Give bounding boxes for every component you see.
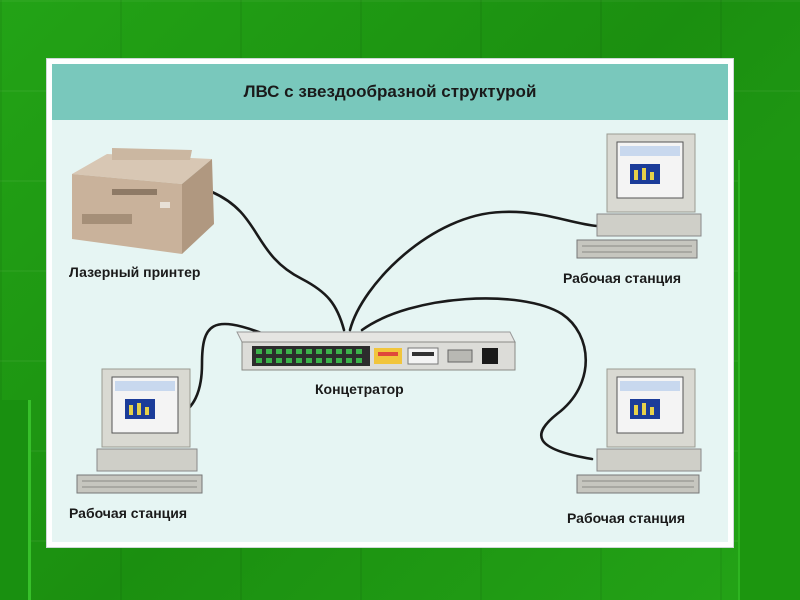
cable-hub-workstation-top-right bbox=[348, 210, 599, 332]
diagram-panel: ЛВС с звездообразной структурой bbox=[46, 58, 734, 548]
workstation-top-right-label: Рабочая станция bbox=[563, 270, 682, 286]
workstation-bottom-right-label: Рабочая станция bbox=[567, 510, 686, 526]
diagram-title-band: ЛВС с звездообразной структурой bbox=[52, 64, 728, 120]
diagram-canvas: ЛВС с звездообразной структурой bbox=[52, 64, 728, 542]
workstation-icon bbox=[576, 368, 702, 494]
workstation-icon bbox=[576, 133, 702, 259]
cable-hub-workstation-bottom-left bbox=[178, 322, 266, 416]
hub-icon bbox=[236, 331, 516, 371]
hub-label: Концетратор bbox=[315, 381, 404, 397]
workstation-bottom-left-label: Рабочая станция bbox=[69, 505, 188, 521]
workstation-icon bbox=[76, 368, 203, 494]
decor-bar-left bbox=[0, 400, 31, 600]
printer-label: Лазерный принтер bbox=[69, 264, 201, 280]
diagram-title: ЛВС с звездообразной структурой bbox=[243, 82, 537, 101]
network-diagram bbox=[72, 133, 702, 494]
cable-hub-workstation-bottom-right bbox=[360, 297, 594, 461]
printer-icon bbox=[72, 148, 214, 254]
decor-bar-right bbox=[738, 160, 800, 600]
cable-printer-hub bbox=[210, 190, 346, 332]
